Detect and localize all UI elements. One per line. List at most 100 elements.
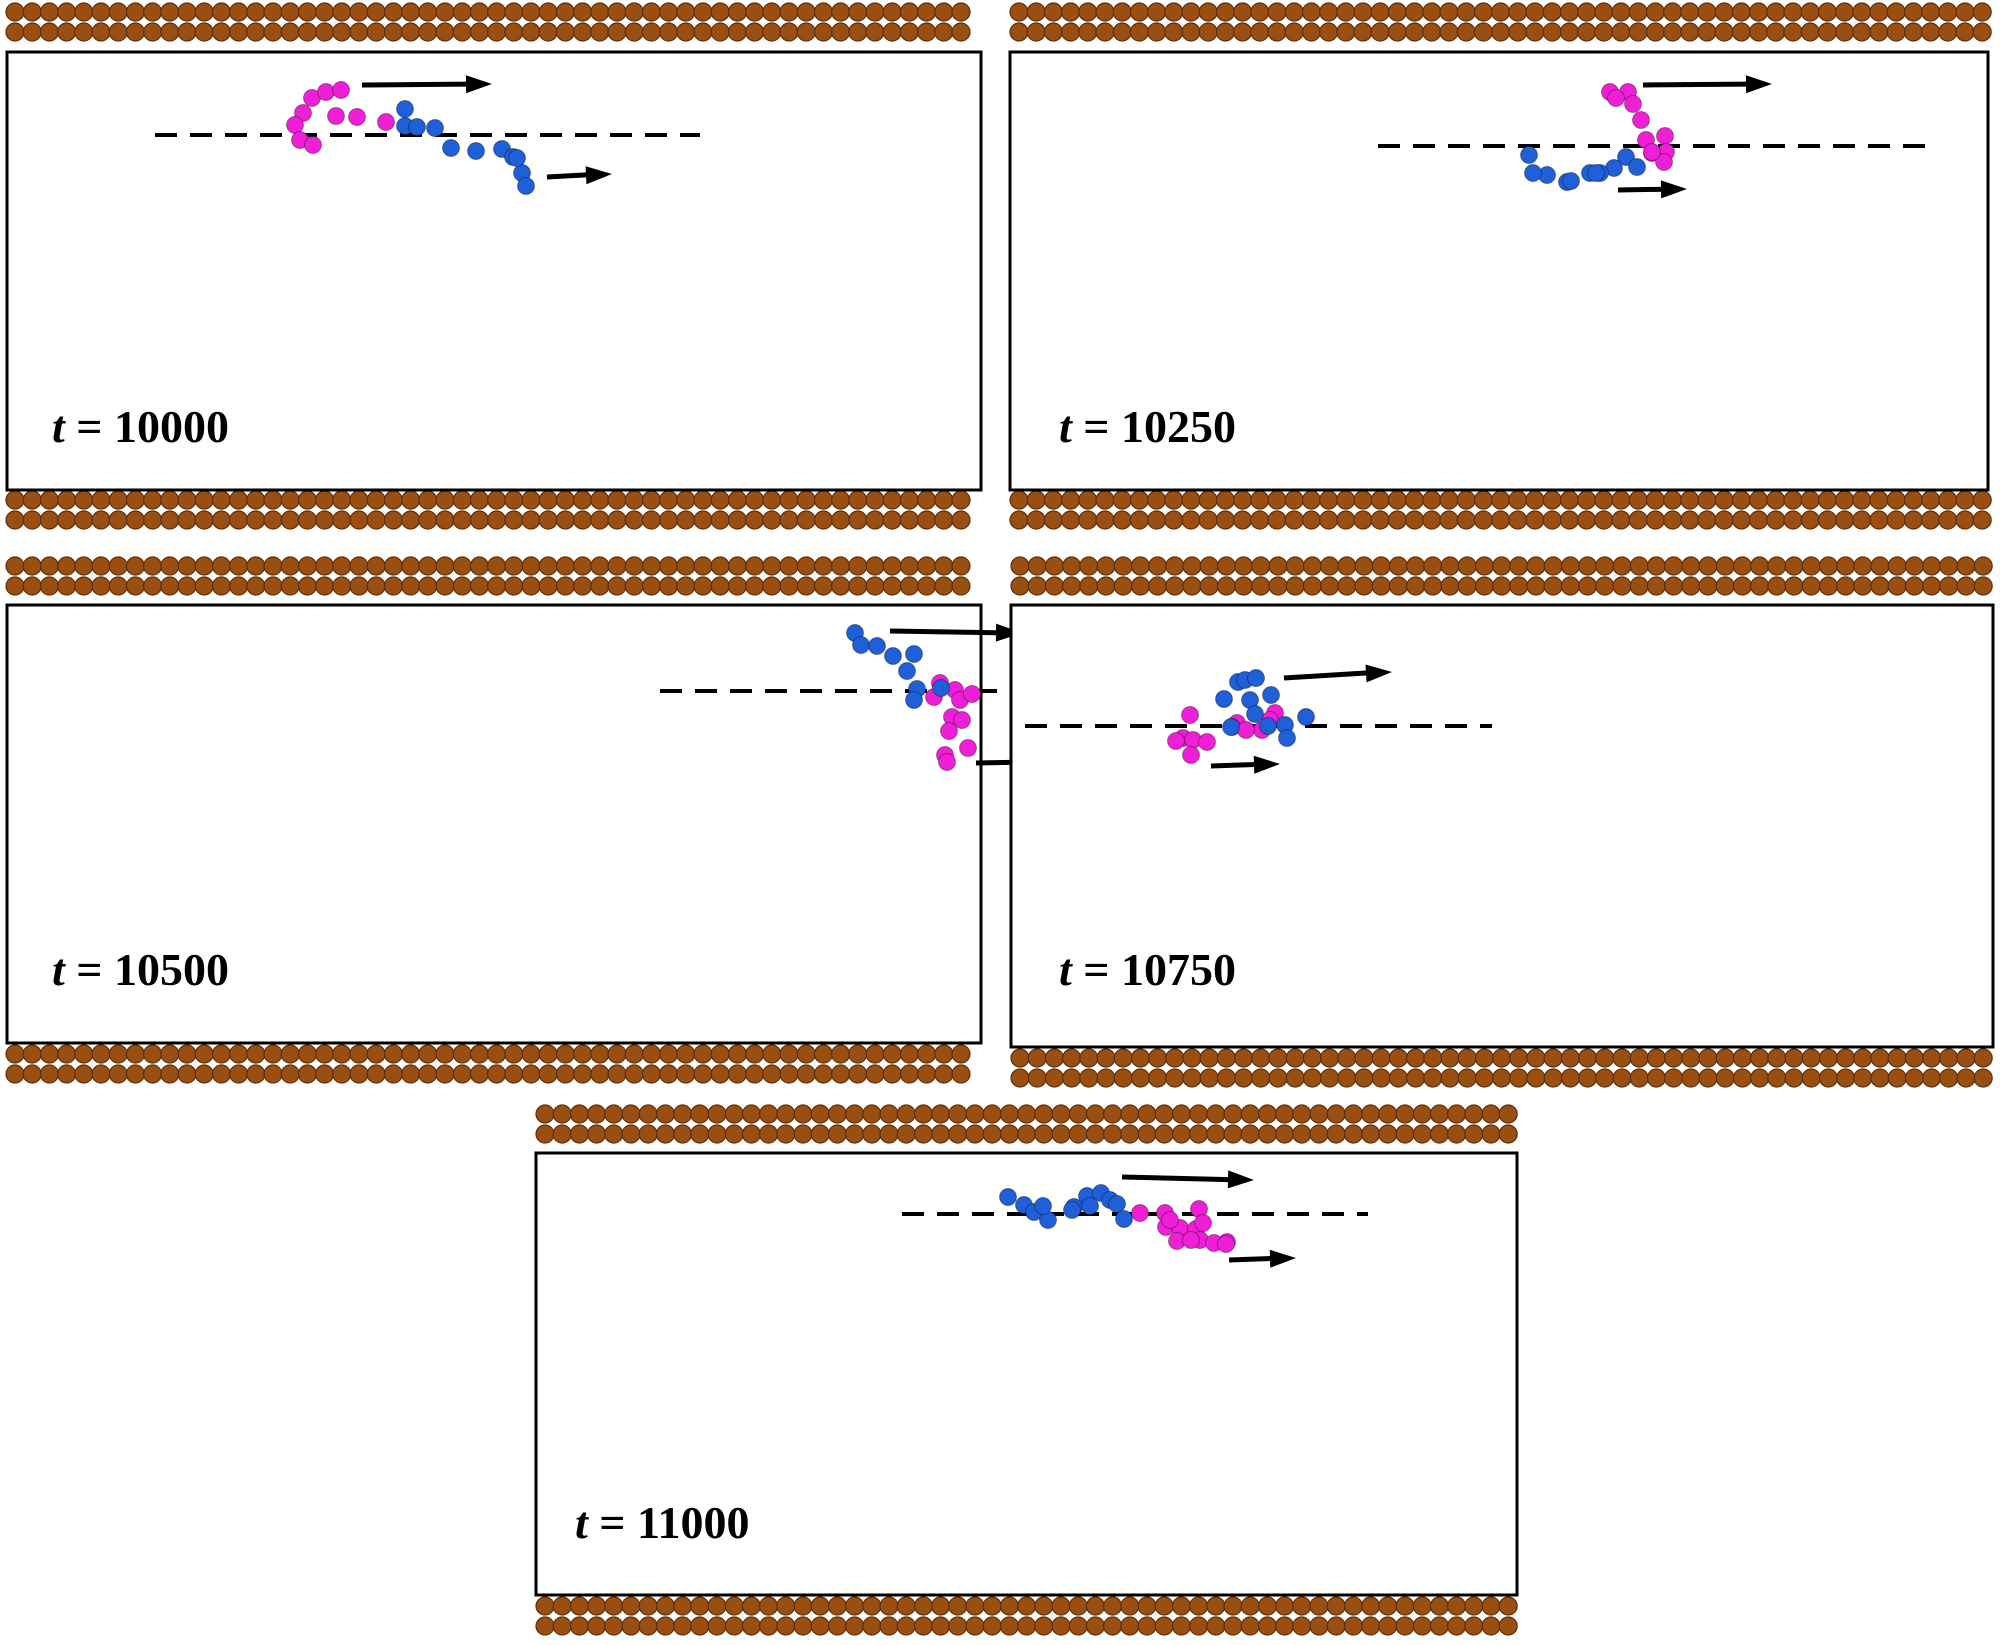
wall-bead bbox=[177, 2, 197, 22]
wall-bead bbox=[1715, 1048, 1735, 1068]
wall-bead bbox=[741, 1596, 762, 1616]
wall-bead bbox=[590, 1064, 610, 1084]
wall-bead bbox=[1371, 556, 1391, 576]
wall-bead bbox=[263, 510, 283, 530]
wall-bead bbox=[1731, 510, 1752, 530]
wall-bead bbox=[125, 1064, 145, 1084]
arrow-head bbox=[995, 623, 1022, 642]
wall-bead bbox=[1938, 22, 1958, 42]
wall-bead bbox=[1216, 576, 1237, 596]
wall-bead bbox=[469, 1044, 489, 1064]
wall-bead bbox=[1060, 22, 1081, 42]
wall-bead bbox=[590, 22, 610, 42]
wall-bead bbox=[521, 22, 541, 42]
wall-bead bbox=[727, 576, 748, 596]
blue-bead bbox=[1222, 718, 1240, 736]
wall-bead bbox=[1498, 1596, 1518, 1616]
wall-bead bbox=[5, 1064, 25, 1084]
panel-1: t = 10000 bbox=[5, 2, 983, 530]
wall-bead bbox=[1446, 1596, 1467, 1616]
wall-bead bbox=[1662, 22, 1683, 42]
wall-bead bbox=[1043, 510, 1064, 530]
wall-bead bbox=[1284, 490, 1304, 510]
wall-bead bbox=[916, 490, 937, 510]
wall-bead bbox=[349, 1044, 369, 1064]
wall-bead bbox=[1095, 22, 1115, 42]
wall-bead bbox=[246, 2, 266, 22]
wall-bead bbox=[1440, 1048, 1460, 1068]
wall-bead bbox=[1378, 1616, 1398, 1636]
wall-bead bbox=[1938, 510, 1958, 530]
wall-bead bbox=[744, 556, 765, 576]
wall-bead bbox=[813, 510, 834, 530]
wall-bead bbox=[1509, 556, 1529, 576]
polymer-chains bbox=[155, 75, 700, 195]
wall-bead bbox=[607, 490, 627, 510]
wall-bead bbox=[1301, 510, 1322, 530]
wall-bead bbox=[1096, 576, 1116, 596]
wall-bead bbox=[39, 510, 60, 530]
wall-bead bbox=[1921, 556, 1942, 576]
wall-bead bbox=[1439, 22, 1459, 42]
wall-bead bbox=[930, 1124, 951, 1144]
wall-bead bbox=[934, 556, 954, 576]
wall-bead bbox=[1498, 1616, 1518, 1636]
wall-bead bbox=[762, 510, 782, 530]
wall-bead bbox=[383, 576, 403, 596]
wall-bead bbox=[1491, 576, 1512, 596]
wall-bead bbox=[1446, 1104, 1467, 1124]
wall-bead bbox=[125, 510, 145, 530]
wall-bead bbox=[383, 1044, 403, 1064]
wall-bead bbox=[1388, 576, 1409, 596]
wall-bead bbox=[1800, 490, 1820, 510]
magenta-bead bbox=[348, 108, 366, 126]
wall-bead bbox=[1199, 576, 1219, 596]
wall-bead bbox=[1171, 1616, 1192, 1636]
wall-bead bbox=[1784, 1048, 1804, 1068]
wall-bead bbox=[349, 576, 369, 596]
wall-bead bbox=[401, 2, 421, 22]
wall-bead bbox=[535, 1104, 555, 1124]
wall-bead bbox=[552, 1124, 572, 1144]
wall-bead bbox=[672, 1596, 693, 1616]
wall-bead bbox=[1766, 22, 1786, 42]
blue-bead bbox=[1063, 1201, 1081, 1219]
wall-bead bbox=[194, 1044, 214, 1064]
wall-bead bbox=[56, 1044, 77, 1064]
wall-bead bbox=[672, 1616, 693, 1636]
wall-bead bbox=[56, 22, 77, 42]
wall-bead bbox=[1044, 556, 1065, 576]
wall-bead bbox=[1429, 1616, 1450, 1636]
wall-bead bbox=[332, 1064, 352, 1084]
wall-bead bbox=[813, 2, 834, 22]
wall-bead bbox=[538, 510, 558, 530]
wall-bead bbox=[1817, 490, 1838, 510]
wall-bead bbox=[280, 2, 300, 22]
wall-bead bbox=[39, 1064, 60, 1084]
wall-bead bbox=[211, 1044, 231, 1064]
blue-bead bbox=[905, 645, 923, 663]
wall-bead bbox=[1215, 2, 1236, 22]
wall-bead bbox=[1034, 1124, 1054, 1144]
wall-bead bbox=[1422, 490, 1442, 510]
wall-bead bbox=[882, 556, 902, 576]
blue-bead bbox=[884, 647, 902, 665]
blue-bead bbox=[1628, 158, 1646, 176]
magenta-bead bbox=[1632, 111, 1650, 129]
wall-bead bbox=[1973, 556, 1993, 576]
wall-bead bbox=[624, 490, 644, 510]
wall-bead bbox=[1026, 510, 1046, 530]
wall-bead bbox=[1010, 1068, 1030, 1088]
wall-bead bbox=[1051, 1104, 1071, 1124]
wall-bead bbox=[1412, 1596, 1432, 1616]
wall-bead bbox=[655, 1616, 676, 1636]
wall-bead bbox=[1078, 22, 1098, 42]
wall-bead bbox=[1429, 1124, 1450, 1144]
wall-bead bbox=[1800, 2, 1820, 22]
wall-bead bbox=[707, 1124, 727, 1144]
wall-bead bbox=[1412, 1104, 1432, 1124]
wall-bead bbox=[143, 22, 163, 42]
wall-bead bbox=[586, 1616, 607, 1636]
blue-bead bbox=[1617, 148, 1635, 166]
wall-bead bbox=[1267, 510, 1287, 530]
